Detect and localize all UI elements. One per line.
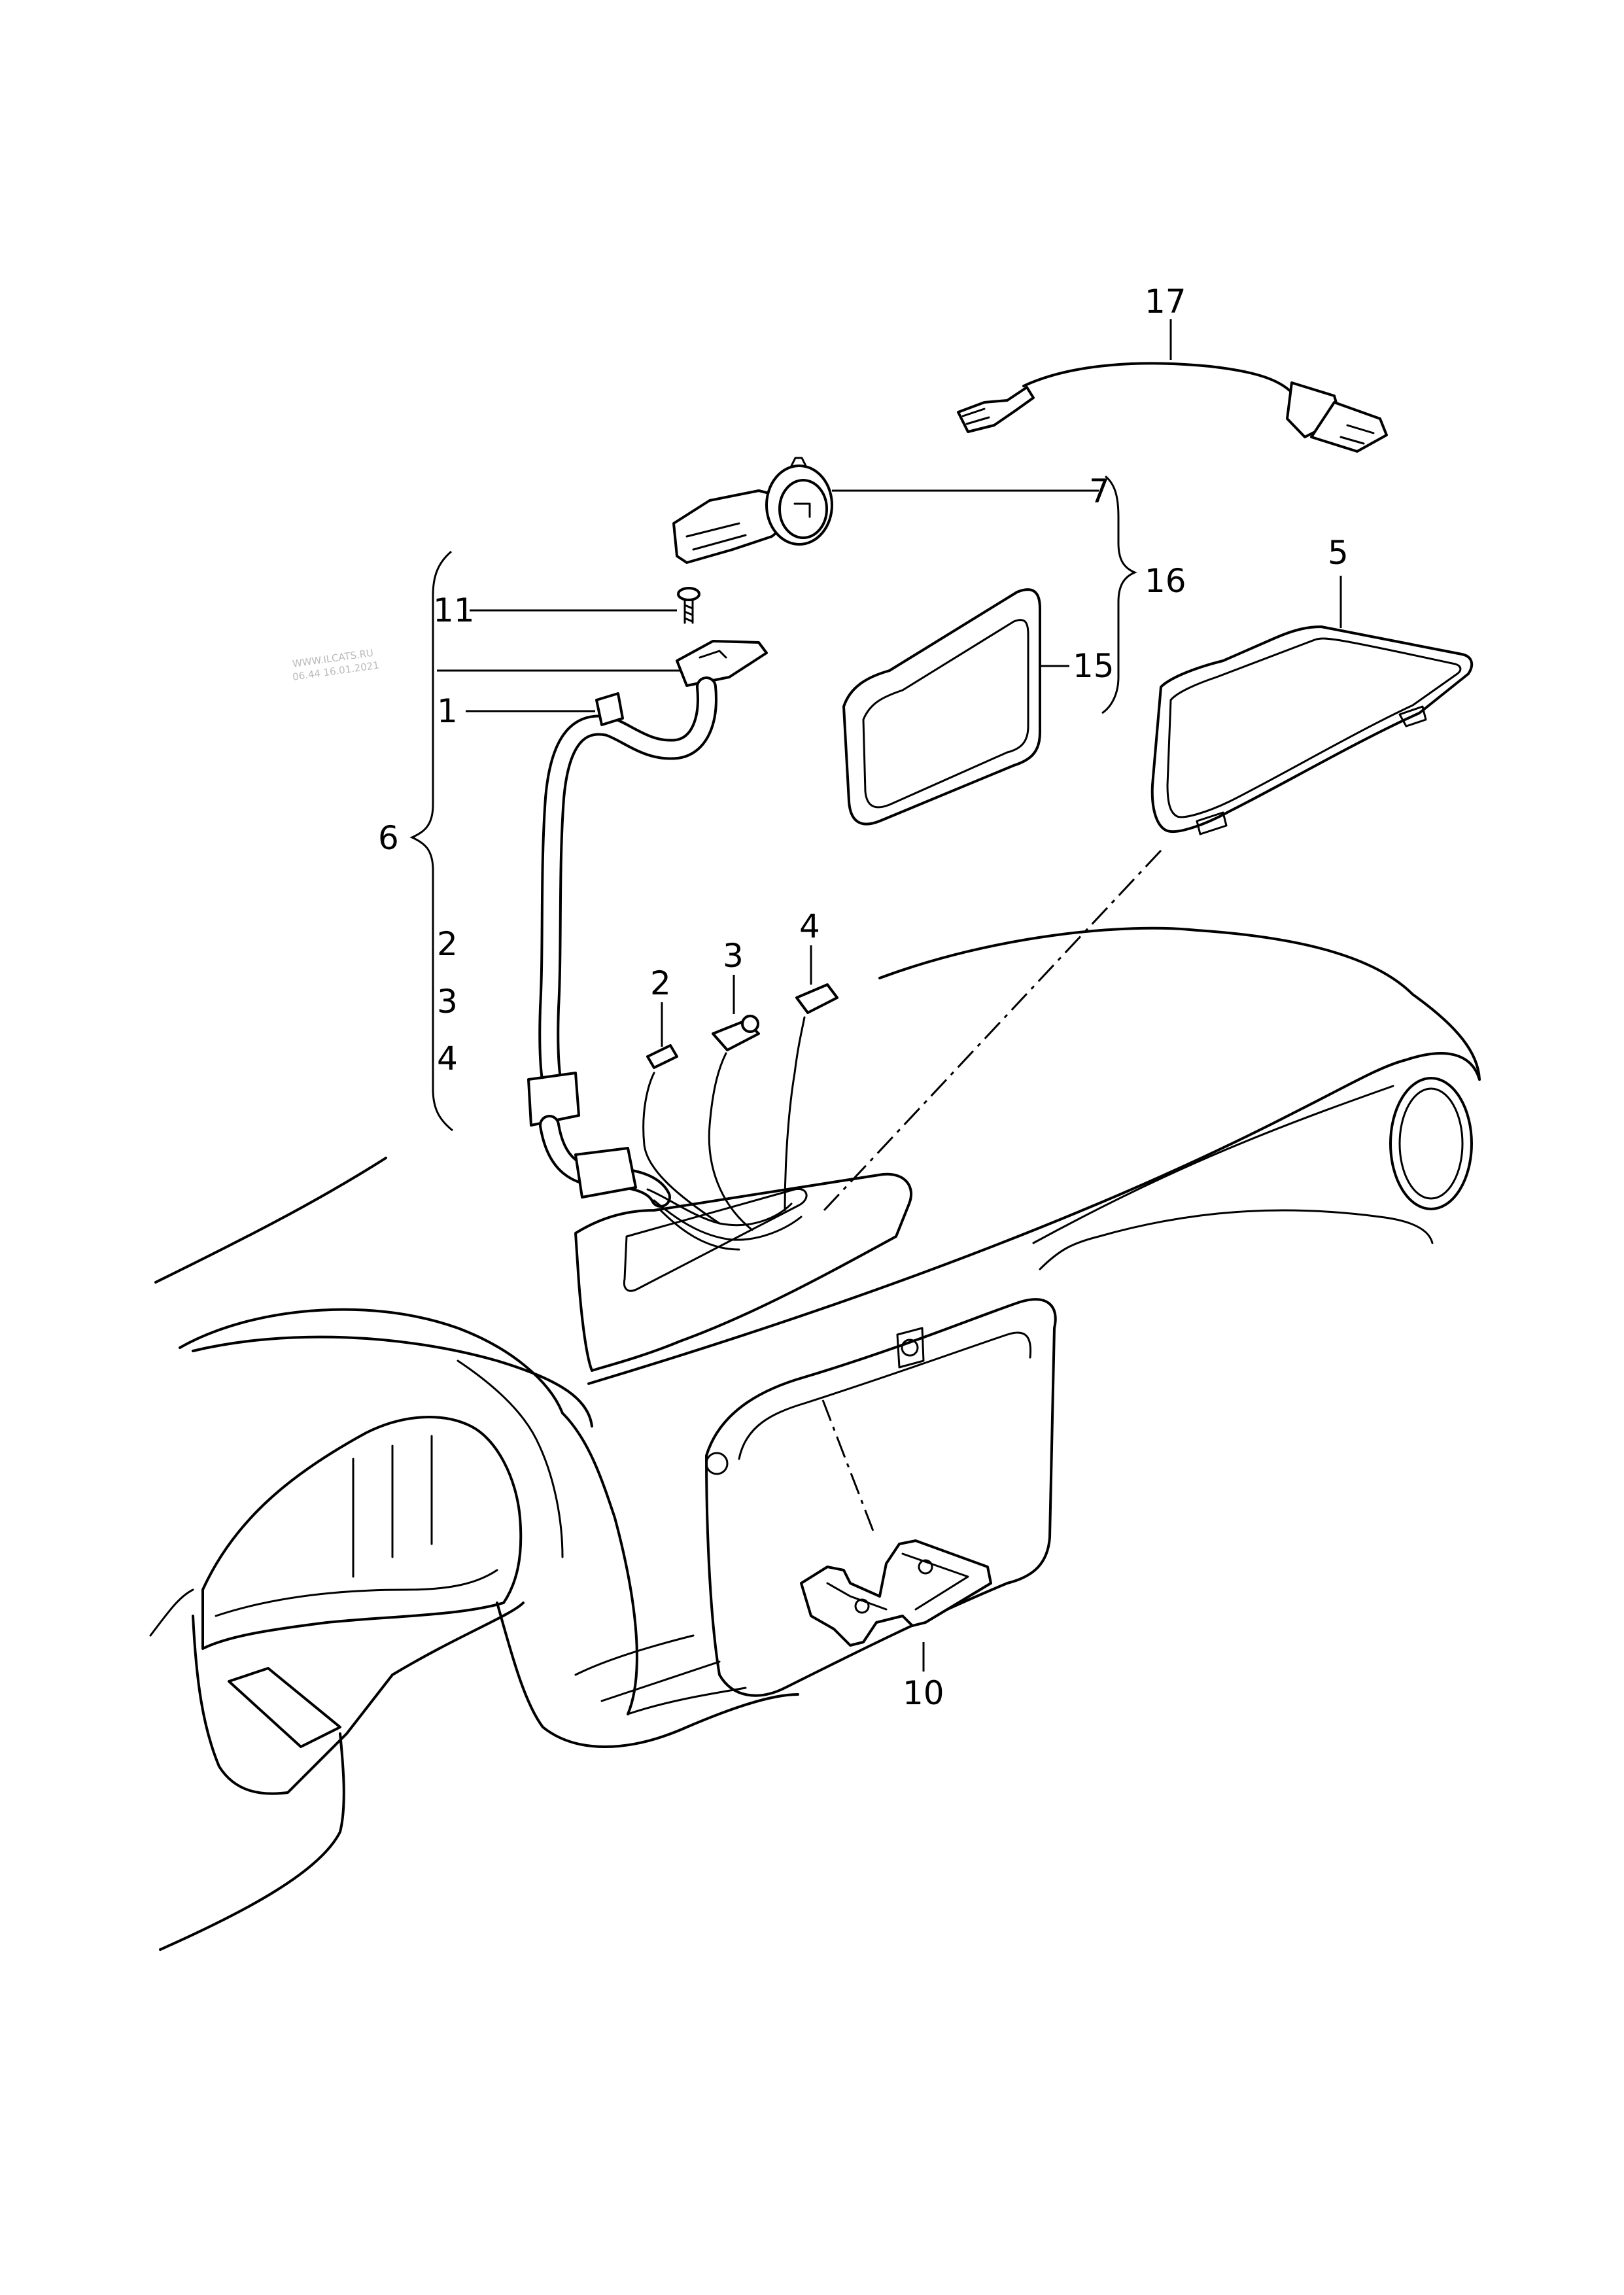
steering-column-shroud (159, 1732, 345, 1951)
cover-15-outer (842, 588, 1041, 826)
dashboard-left-edge (154, 1157, 387, 1284)
lower-center-console (496, 1602, 799, 1748)
callout-3-left: 3 (437, 983, 458, 1021)
mount-line-bracket-10 (821, 1399, 874, 1532)
dashboard-lower-left-sweep (192, 1335, 593, 1428)
callouts: 17 7 16 5 15 11 1 6 2 3 4 2 3 4 10 (378, 283, 1349, 1712)
harness-main-cable (541, 679, 715, 1100)
wire-to-connector-2 (642, 1072, 721, 1225)
trim-panel-tab-right (1398, 705, 1427, 727)
harness-clip (595, 692, 624, 726)
callout-2: 2 (650, 964, 671, 1002)
dashboard-front-edge (587, 1052, 1481, 1385)
bracket-body (800, 1539, 992, 1647)
harness-lower-sleeve (574, 1147, 637, 1199)
bracket-hole-1 (854, 1598, 870, 1614)
callout-5: 5 (1328, 534, 1349, 572)
wire-to-connector-3 (708, 1052, 753, 1231)
leader-lines (409, 319, 1342, 1672)
dashboard (149, 926, 1481, 1951)
usb-a-plug-tip (1310, 401, 1388, 453)
bracket-10 (800, 1539, 992, 1647)
screw (677, 587, 700, 624)
dash-right-panel-lower (1039, 1209, 1434, 1270)
connector-3-tip (741, 1015, 759, 1033)
callout-4: 4 (799, 907, 820, 945)
harness-connector-slot (699, 650, 727, 659)
usb-socket-bracket-ribs (685, 522, 747, 551)
dashboard-top-edge (878, 926, 1481, 1081)
callout-2-left: 2 (437, 925, 458, 963)
bracket-hole-2 (918, 1559, 933, 1575)
callout-15: 15 (1073, 647, 1114, 685)
callout-10: 10 (903, 1674, 944, 1712)
connector-4-body (795, 983, 838, 1014)
left-cluster-inner-2 (215, 1569, 498, 1617)
callout-3: 3 (723, 937, 744, 975)
right-vent-outer (1389, 1077, 1473, 1210)
usb-socket-face (778, 479, 828, 539)
lower-dash-left-2 (228, 1667, 341, 1748)
callout-17: 17 (1145, 283, 1186, 321)
usb-a-plug-detail (1339, 424, 1375, 445)
cover-15 (842, 588, 1041, 826)
usb-micro-plug-detail (961, 408, 990, 425)
usb-socket (672, 457, 833, 564)
callout-11: 11 (433, 591, 475, 629)
instrument-hood-inner (457, 1359, 564, 1558)
usb-cable (957, 362, 1388, 453)
lower-center-console-2 (574, 1634, 747, 1715)
trim-panel-outer (1150, 625, 1474, 833)
usb-micro-plug (957, 386, 1035, 433)
glovebox-inner (738, 1331, 1032, 1460)
cover-15-inner (862, 619, 1029, 809)
wire-to-connector-4 (784, 1016, 806, 1212)
callout-4-left: 4 (437, 1040, 458, 1077)
dash-right-panel-line (1032, 1085, 1394, 1244)
watermark: WWW.ILCATS.RU 06.44 16.01.2021 (292, 647, 380, 683)
harness-sleeve (527, 1072, 580, 1127)
brace-6 (409, 550, 453, 1132)
glovebox-latch-tab (896, 1327, 925, 1369)
usb-socket-port (793, 502, 811, 518)
wiring-harness (527, 640, 838, 1251)
trim-panel-tab-left (1196, 811, 1228, 835)
usb-cable-wire (1022, 362, 1293, 394)
lower-dash-left-3 (149, 1588, 194, 1637)
dashboard-center-recess (574, 1172, 913, 1372)
bracket-inner-1 (826, 1552, 969, 1611)
connector-2-body (646, 1044, 678, 1069)
screw-head (677, 587, 700, 601)
callout-6: 6 (378, 819, 399, 857)
harness-connector-block (676, 640, 768, 687)
branch-wire-3 (659, 1209, 740, 1251)
right-vent-inner (1398, 1087, 1464, 1200)
glovebox-hole-left (705, 1452, 729, 1475)
lower-dash-left (192, 1602, 525, 1795)
screw-thread (683, 599, 694, 624)
instrument-hood (179, 1308, 638, 1715)
left-cluster-recess (201, 1416, 523, 1650)
trim-panel-5 (1150, 625, 1474, 835)
glovebox-latch-hole (901, 1339, 919, 1357)
callout-16: 16 (1145, 562, 1186, 600)
mount-line-panel-5 (823, 849, 1162, 1212)
glovebox-outline (705, 1298, 1057, 1697)
callout-7: 7 (1089, 472, 1110, 510)
usb-socket-clip (790, 457, 807, 467)
trim-panel-inner (1166, 637, 1462, 818)
callout-1: 1 (437, 692, 458, 730)
branch-wire-2 (653, 1199, 803, 1241)
brace-16 (1101, 475, 1137, 714)
left-cluster-inner-1 (352, 1435, 433, 1578)
